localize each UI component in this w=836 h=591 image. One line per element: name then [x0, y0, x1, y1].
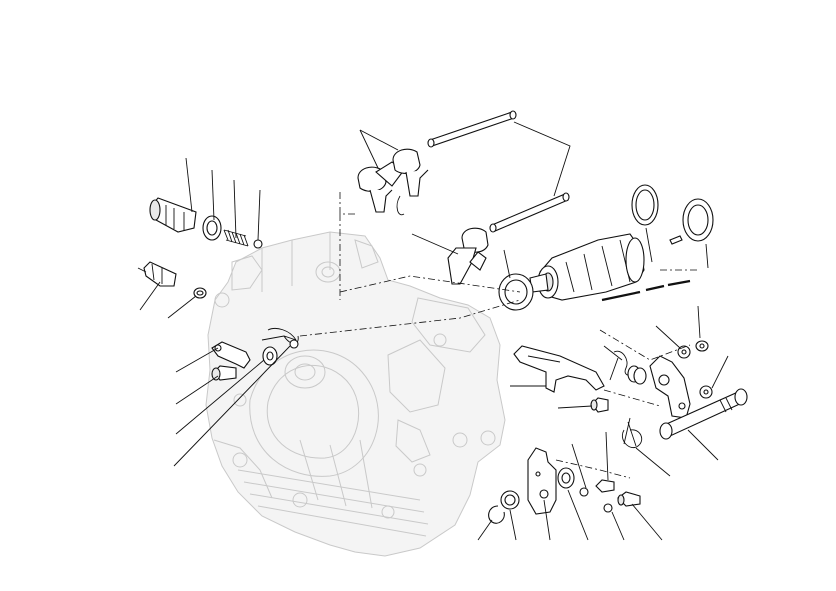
fork-shaft-upper [427, 110, 517, 148]
detent-plug [149, 197, 197, 233]
bolt-long [617, 491, 641, 507]
ratchet-spacer [557, 467, 575, 489]
washer-small-a [579, 487, 589, 497]
neutral-switch [137, 261, 177, 287]
stopper-spring [261, 328, 299, 349]
arm-nut [699, 385, 713, 399]
stopper-washer [262, 346, 278, 366]
selector-fork-single [447, 227, 489, 285]
shaft-washer-small [677, 345, 691, 359]
circlip-ring-large [631, 184, 659, 226]
detent-washer [202, 215, 222, 241]
ratchet-plate [527, 447, 557, 515]
detent-spring [223, 229, 249, 247]
drum-pin [669, 235, 683, 245]
return-spring-upper [609, 350, 647, 385]
return-spring-lower [622, 417, 643, 448]
washer-ring-left [498, 273, 534, 311]
selector-drum [529, 233, 691, 302]
shift-shaft [659, 388, 748, 440]
crankcase-half [205, 231, 506, 557]
stopper-bolt [211, 365, 237, 381]
bolt-short [595, 479, 615, 493]
fork-shaft-lower [489, 192, 570, 233]
washer-ring-right [682, 198, 714, 242]
neutral-switch-washer [193, 287, 207, 299]
shift-plate [513, 345, 605, 393]
circlip-small [488, 505, 505, 524]
shift-arm [649, 355, 691, 419]
shaft-nut-small [695, 340, 709, 352]
plate-bolt [590, 397, 609, 413]
detent-ball [253, 239, 263, 249]
washer-small-b [603, 503, 613, 513]
leader-lines [139, 121, 729, 541]
selector-fork-pair [357, 148, 429, 216]
assembly-axis-lines [299, 192, 700, 479]
washer-medium [500, 490, 520, 510]
